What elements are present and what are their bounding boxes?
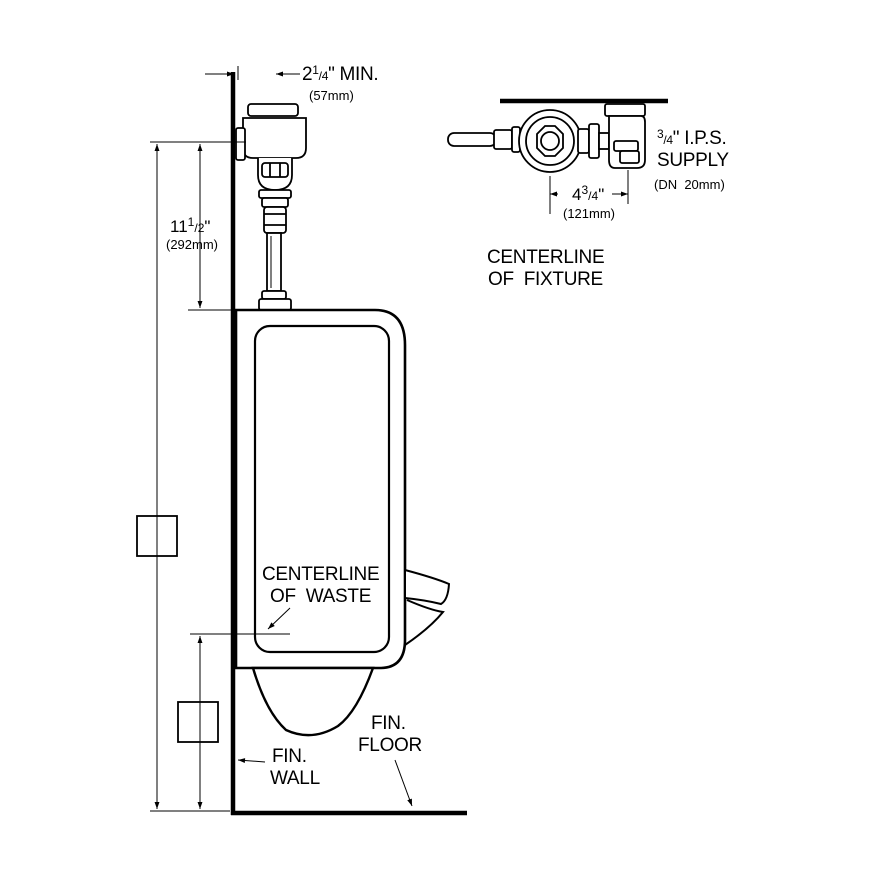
height-metric: (292mm) — [166, 237, 218, 252]
fin-floor-line1: FIN. — [371, 713, 406, 734]
min-clearance-whole: 2 — [302, 64, 312, 85]
fin-wall-line2: WALL — [270, 768, 320, 789]
centerline-waste-line2: OF WASTE — [270, 586, 371, 607]
flush-valve-side-icon — [235, 103, 307, 311]
label-supply: 3/4" I.P.S. SUPPLY (DN 20mm) — [654, 127, 730, 192]
centerline-fixture-line2: OF FIXTURE — [488, 269, 603, 290]
svg-text:111/2": 111/2" — [170, 215, 210, 236]
min-clearance-num: 1 — [312, 63, 319, 77]
min-clearance-metric: (57mm) — [309, 88, 354, 103]
fin-floor-line2: FLOOR — [358, 735, 422, 756]
dimension-min-clearance: 21/4" MIN. (57mm) — [302, 63, 379, 103]
supply-suffix: " I.P.S. — [673, 128, 727, 149]
label-fin-wall: FIN. WALL — [270, 746, 320, 789]
flush-valve-plan-icon — [447, 103, 646, 173]
supply-metric: (DN 20mm) — [654, 177, 725, 192]
dimension-lines — [150, 66, 413, 812]
offset-whole: 4 — [572, 185, 581, 204]
offset-den: 4 — [592, 189, 599, 203]
svg-text:3/4" I.P.S.: 3/4" I.P.S. — [657, 127, 726, 149]
rough-in-box-lower — [177, 701, 219, 743]
label-centerline-waste: CENTERLINE OF WASTE — [262, 564, 380, 607]
svg-text:43/4": 43/4" — [572, 183, 604, 204]
supply-num: 3 — [657, 127, 664, 141]
min-clearance-suffix: " MIN. — [328, 64, 378, 85]
height-num: 1 — [188, 215, 195, 229]
supply-line2: SUPPLY — [657, 150, 729, 171]
supply-den: 4 — [666, 133, 673, 147]
min-clearance-den: 4 — [322, 69, 329, 83]
centerline-waste-line1: CENTERLINE — [262, 564, 379, 585]
label-fin-floor: FIN. FLOOR — [358, 713, 422, 756]
offset-metric: (121mm) — [563, 206, 615, 221]
offset-suffix: " — [598, 185, 604, 204]
height-whole: 11 — [170, 217, 188, 236]
label-centerline-fixture: CENTERLINE OF FIXTURE — [487, 247, 605, 290]
offset-num: 3 — [581, 183, 588, 197]
plan-dimension-lines — [549, 170, 629, 214]
dimension-offset: 43/4" (121mm) — [563, 183, 615, 221]
urinal-body — [234, 308, 451, 737]
height-den: 2 — [198, 221, 205, 235]
fin-wall-line1: FIN. — [272, 746, 307, 767]
centerline-fixture-line1: CENTERLINE — [487, 247, 604, 268]
svg-text:21/4" MIN.: 21/4" MIN. — [302, 63, 378, 85]
dimension-height: 111/2" (292mm) — [166, 215, 218, 252]
height-suffix: " — [204, 217, 210, 236]
